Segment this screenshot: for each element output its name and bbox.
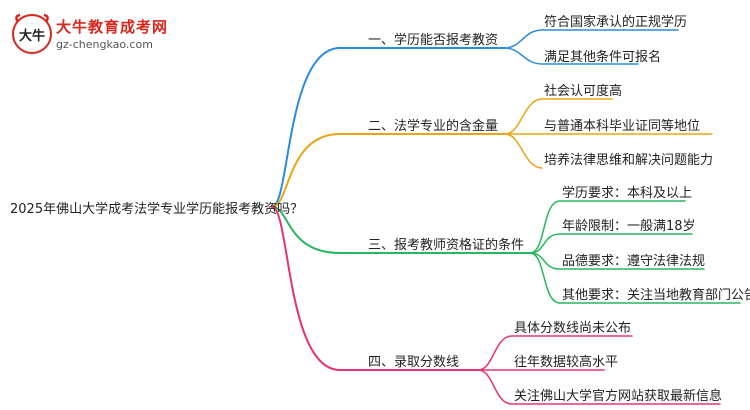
branch-1-leaf-2: 满足其他条件可报名	[544, 50, 662, 65]
branch-2-leaf-3: 培养法律思维和解决问题能力	[544, 153, 714, 168]
branch-1-label: 一、学历能否报考教资	[368, 33, 499, 48]
branch-4-leaf-1-connector	[477, 335, 633, 371]
branch-1-leaf-2-connector	[504, 47, 639, 65]
branch-4-leaf-3-connector	[477, 369, 721, 405]
branch-3-leaf-1: 学历要求：本科及以上	[562, 186, 693, 201]
branch-3-leaf-4-connector	[529, 252, 741, 304]
branch-3-connector	[271, 206, 531, 254]
branch-3-leaf-1-connector	[529, 200, 686, 254]
bull-logo-icon: 大牛	[12, 13, 52, 54]
root-topic: 2025年佛山大学成考法学专业学历能报考教资吗？	[10, 202, 304, 217]
branch-3-leaf-2-connector	[529, 233, 693, 254]
site-logo: 大牛 大牛教育成考网 gz-chengkao.com	[10, 12, 210, 56]
branch-1-leaf-1: 符合国家承认的正规学历	[544, 15, 688, 30]
branch-4-connector	[271, 206, 479, 371]
branch-3-leaf-3: 品德要求：遵守法律法规	[562, 254, 706, 269]
branch-2-label: 二、法学专业的含金量	[368, 119, 499, 134]
branch-2-leaf-2: 与普通本科毕业证同等地位	[544, 119, 701, 134]
branch-4-leaf-1: 具体分数线尚未公布	[514, 321, 632, 336]
branch-2-leaf-3-connector	[504, 133, 543, 169]
logo-site-name: 大牛教育成考网	[56, 18, 169, 36]
branch-2-leaf-1: 社会认可度高	[544, 84, 623, 99]
branch-4-leaf-2: 往年数据较高水平	[514, 355, 619, 370]
branch-2-leaf-1-connector	[504, 98, 613, 135]
branch-2-connector	[271, 133, 506, 208]
branch-4-label: 四、录取分数线	[368, 355, 460, 370]
logo-mark-text: 大牛	[19, 28, 45, 44]
branch-3-label: 三、报考教师资格证的条件	[368, 238, 525, 253]
branch-4-leaf-3: 关注佛山大学官方网站获取最新信息	[514, 389, 723, 404]
branch-3-leaf-2: 年龄限制：一般满18岁	[562, 219, 696, 234]
branch-1-connector	[271, 47, 506, 208]
logo-site-url: gz-chengkao.com	[56, 38, 153, 51]
branch-3-leaf-4: 其他要求：关注当地教育部门公告	[562, 288, 750, 303]
branch-1-leaf-1-connector	[504, 29, 679, 49]
